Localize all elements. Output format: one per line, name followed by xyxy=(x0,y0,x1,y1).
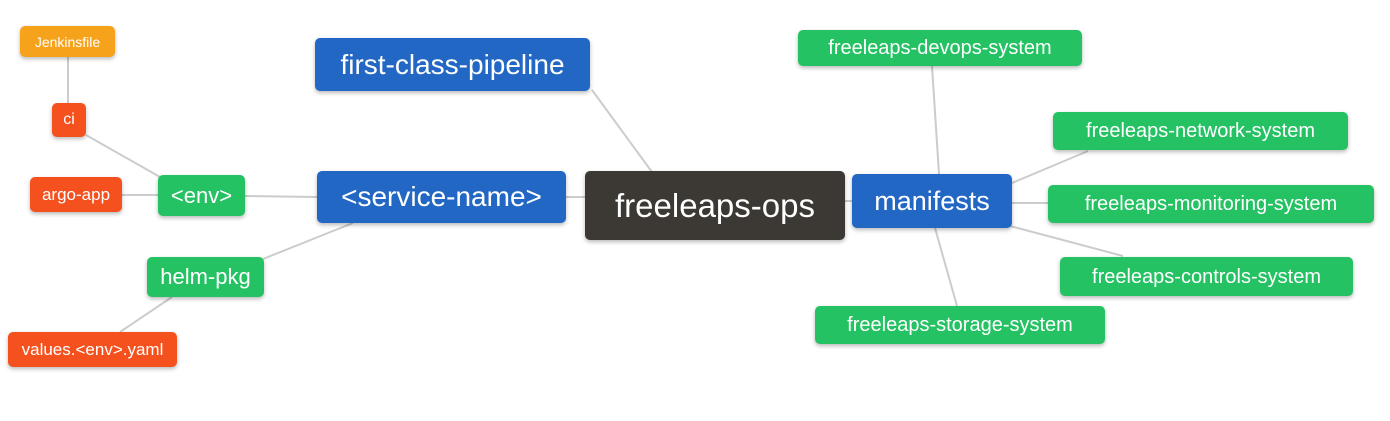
edge-manifests-devops-system xyxy=(931,65,940,175)
node-network-system[interactable]: freeleaps-network-system xyxy=(1053,112,1348,150)
edge-manifests-network-system xyxy=(1011,150,1089,184)
edge-helm-pkg-values-env-yaml xyxy=(119,296,173,333)
edge-ci-env xyxy=(85,134,161,178)
node-values-env-yaml[interactable]: values.<env>.yaml xyxy=(8,332,177,367)
node-manifests[interactable]: manifests xyxy=(852,174,1012,228)
edge-manifests-storage-system xyxy=(934,227,958,307)
node-service-name[interactable]: <service-name> xyxy=(317,171,566,223)
node-freeleaps-ops[interactable]: freeleaps-ops xyxy=(585,171,845,240)
node-storage-system[interactable]: freeleaps-storage-system xyxy=(815,306,1105,344)
edge-manifests-controls-system xyxy=(1009,225,1124,257)
node-jenkinsfile[interactable]: Jenkinsfile xyxy=(20,26,115,57)
edge-first-class-pipeline-freeleaps-ops xyxy=(591,89,653,173)
edge-env-service-name xyxy=(244,195,318,198)
node-devops-system[interactable]: freeleaps-devops-system xyxy=(798,30,1082,66)
node-ci[interactable]: ci xyxy=(52,103,86,137)
node-monitoring-system[interactable]: freeleaps-monitoring-system xyxy=(1048,185,1374,223)
node-first-class-pipeline[interactable]: first-class-pipeline xyxy=(315,38,590,91)
node-env[interactable]: <env> xyxy=(158,175,245,216)
node-controls-system[interactable]: freeleaps-controls-system xyxy=(1060,257,1353,296)
node-argo-app[interactable]: argo-app xyxy=(30,177,122,212)
node-helm-pkg[interactable]: helm-pkg xyxy=(147,257,264,297)
edge-service-name-helm-pkg xyxy=(262,222,354,260)
